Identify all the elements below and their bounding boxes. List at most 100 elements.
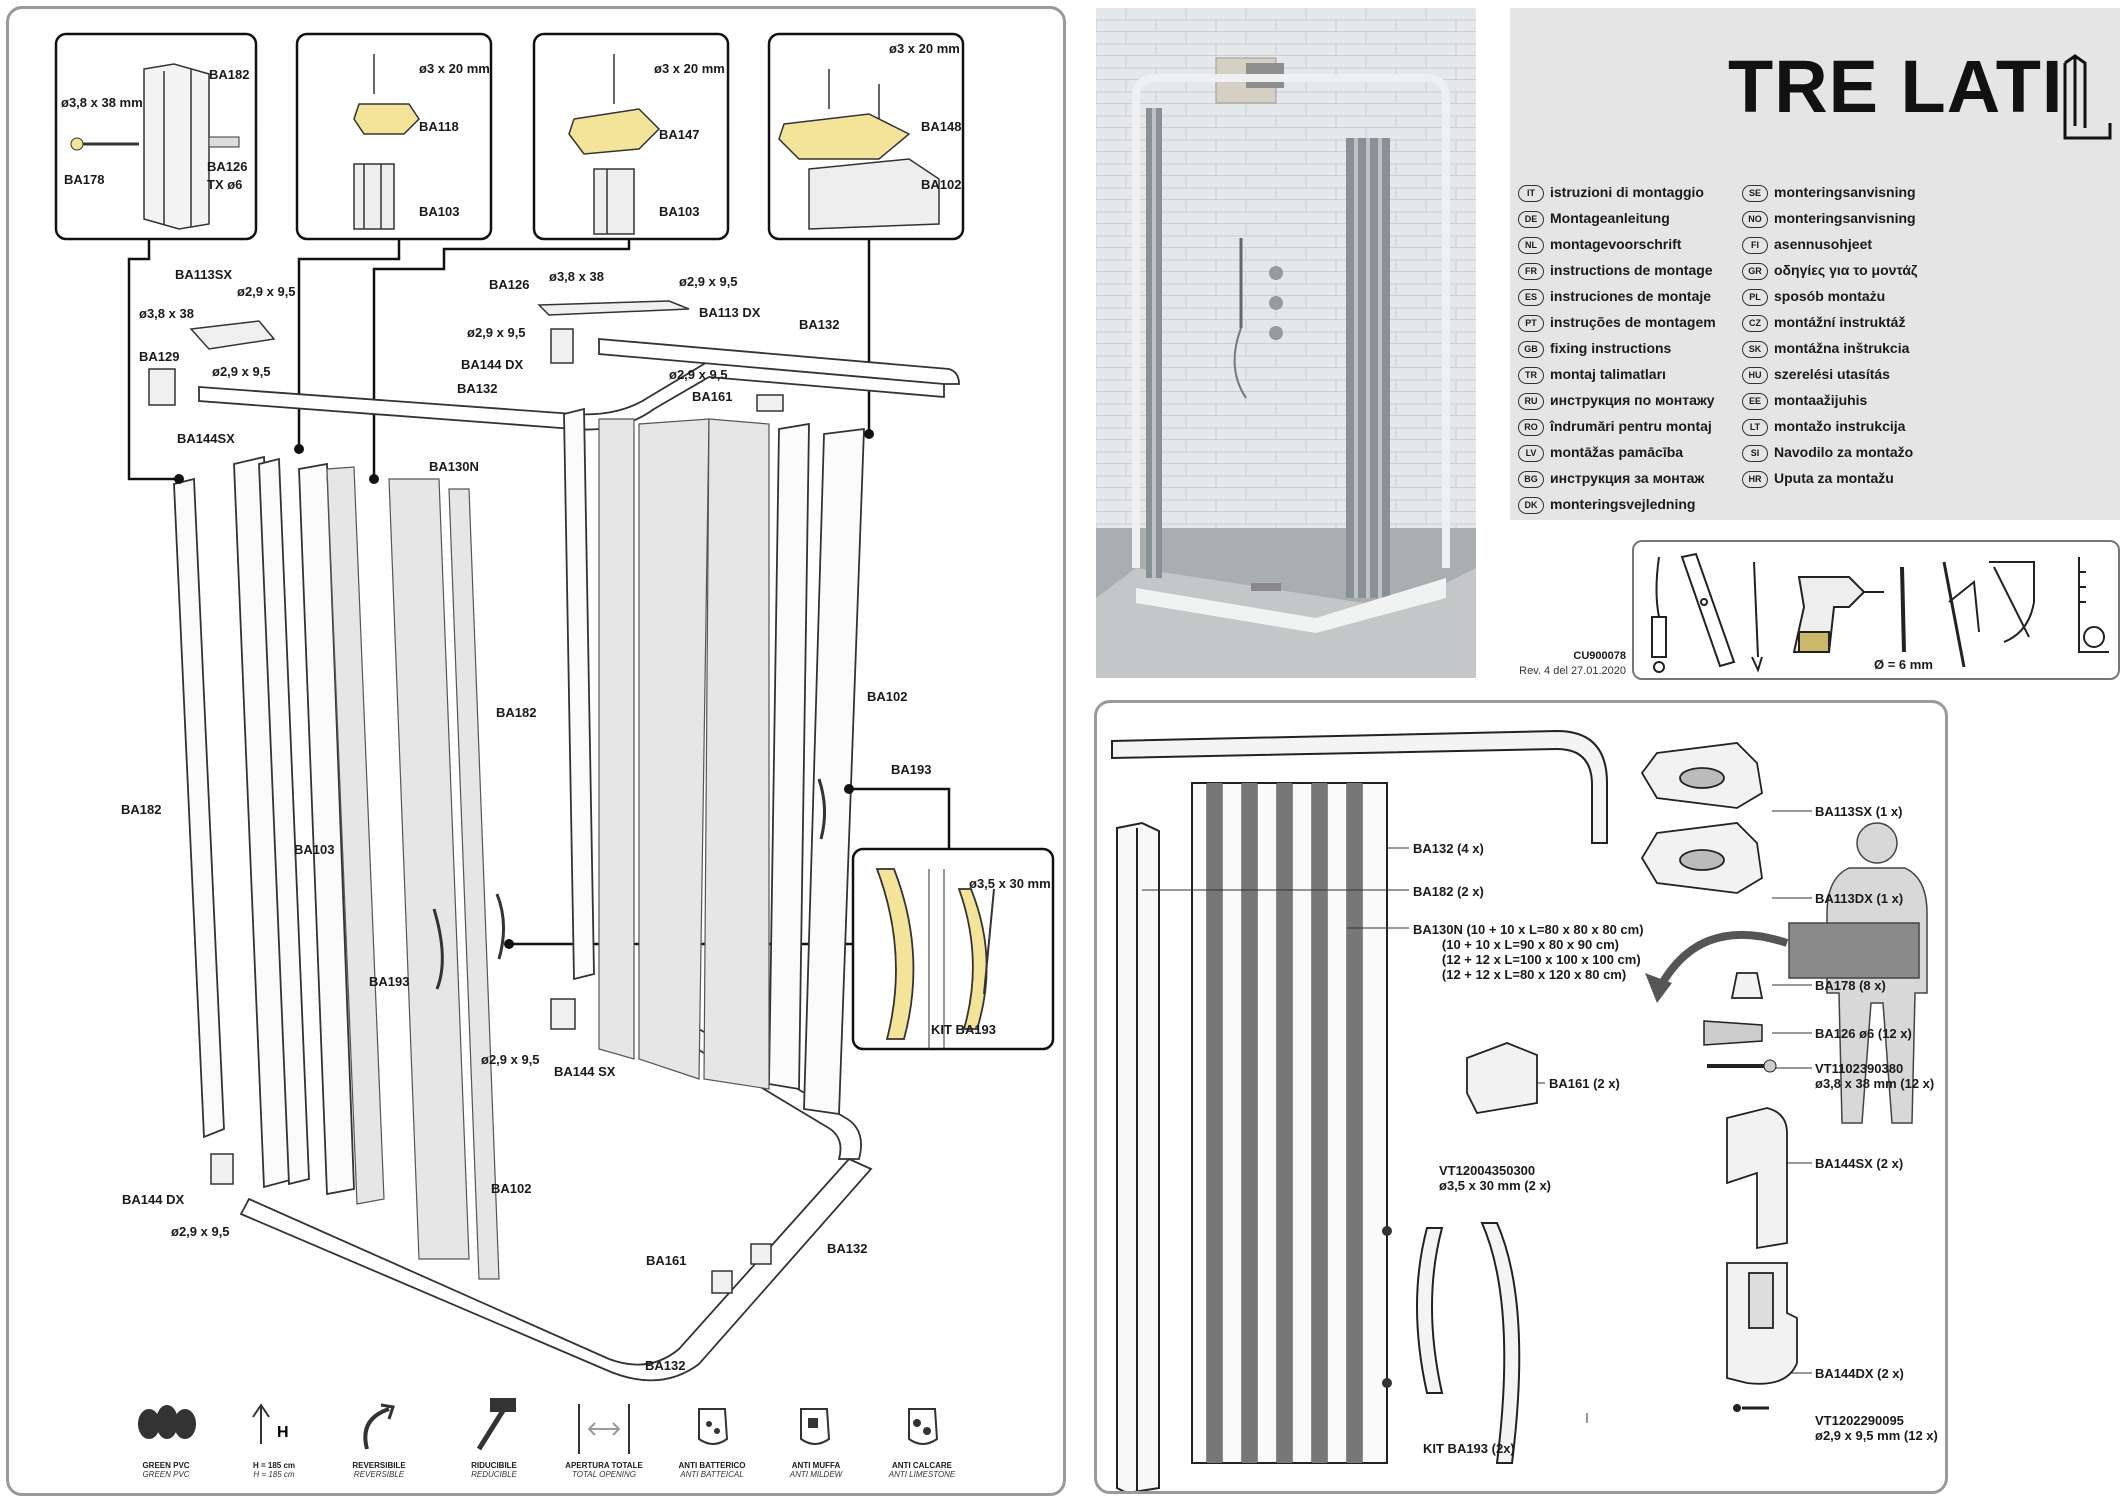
label-kit-BA193: KIT BA193: [931, 1022, 997, 1037]
label-BA103-callout-2: BA103: [419, 204, 460, 219]
parts-BA182: BA182 (2 x): [1413, 884, 1484, 899]
language-code-badge: DK: [1518, 497, 1544, 514]
language-text: sposób montażu: [1774, 288, 1886, 304]
label-BA161-top: BA161: [692, 389, 733, 404]
label-BA193-left: BA193: [369, 974, 410, 989]
language-text: montážní instruktáž: [1774, 314, 1906, 330]
callout-box-kit: [851, 847, 1055, 1051]
language-code-badge: NL: [1518, 237, 1544, 254]
label-screw-38-b: ø3,8 x 38: [549, 269, 604, 284]
language-code-badge: SK: [1742, 341, 1768, 358]
parts-kit-BA193: KIT BA193 (2x): [1423, 1441, 1515, 1456]
pencil-icon: [1751, 561, 1763, 673]
language-nl: NL montagevoorschrift: [1518, 236, 1681, 254]
label-screw-29-a: ø2,9 x 9,5: [237, 284, 296, 299]
label-screw-29-e: ø2,9 x 9,5: [669, 367, 728, 382]
label-screw-29-c: ø2,9 x 9,5: [679, 274, 738, 289]
label-BA132-top-right: BA132: [799, 317, 840, 332]
label-BA102-bottom: BA102: [491, 1181, 532, 1196]
height-icon-text: H: [277, 1424, 289, 1441]
parts-BA161: BA161 (2 x): [1549, 1076, 1620, 1091]
label-BA144DX-bottom: BA144 DX: [122, 1192, 185, 1207]
language-code-badge: RU: [1518, 393, 1544, 410]
reducible-icon: [476, 1398, 516, 1451]
parts-list-panel: BA132 (4 x) BA182 (2 x) BA130N (10 + 10 …: [1094, 700, 1948, 1494]
label-screw-29-d: ø2,9 x 9,5: [467, 325, 526, 340]
language-code-badge: SI: [1742, 445, 1768, 462]
label-BA193-right: BA193: [891, 762, 932, 777]
label-BA132-top-left: BA132: [457, 381, 498, 396]
language-text: monteringsanvisning: [1774, 184, 1916, 200]
language-code-badge: LT: [1742, 419, 1768, 436]
language-text: montaažijuhis: [1774, 392, 1868, 408]
label-screw-29-f: ø2,9 x 9,5: [481, 1052, 540, 1067]
language-code-badge: BG: [1518, 471, 1544, 488]
label-BA182-mid: BA182: [496, 705, 537, 720]
logo-icon: [2063, 54, 2112, 140]
tools-box: Ø = 6 mm: [1632, 540, 2120, 680]
language-code-badge: HU: [1742, 367, 1768, 384]
anti-mildew-icon: [800, 1408, 831, 1445]
language-text: monteringsvejledning: [1550, 496, 1696, 512]
level-icon: [1680, 552, 1736, 668]
language-hu: HU szerelési utasítás: [1742, 366, 1890, 384]
language-code-badge: EE: [1742, 393, 1768, 410]
label-screw-20-callout-4: ø3 x 20 mm: [889, 41, 960, 56]
language-text: montāžas pamācība: [1550, 444, 1684, 460]
language-cz: CZ montážní instruktáž: [1742, 314, 1905, 332]
label-txo6-callout: TX ø6: [207, 177, 243, 192]
label-screw-29-g: ø2,9 x 9,5: [171, 1224, 230, 1239]
language-dk: DK monteringsvejledning: [1518, 496, 1695, 514]
document-revision: Rev. 4 del 27.01.2020: [1519, 665, 1626, 677]
language-text: instruções de montagem: [1550, 314, 1716, 330]
green-pvc-icon: [138, 1405, 196, 1439]
hacksaw-icon: [1989, 561, 2035, 643]
label-BA182-left: BA182: [121, 802, 162, 817]
label-BA132-bottom-right: BA132: [827, 1241, 868, 1256]
label-BA102-callout: BA102: [921, 177, 962, 192]
language-code-badge: NO: [1742, 211, 1768, 228]
language-code-badge: CZ: [1742, 315, 1768, 332]
shower-enclosure-image: [1096, 8, 1476, 678]
label-BA126-callout: BA126: [207, 159, 248, 174]
language-text: szerelési utasítás: [1774, 366, 1890, 382]
language-text: инструкция за монтаж: [1550, 470, 1705, 486]
label-screw-29-b: ø2,9 x 9,5: [212, 364, 271, 379]
product-photo: [1096, 8, 1476, 678]
parts-VT12004350300: VT12004350300 ø3,5 x 30 mm (2 x): [1439, 1163, 1551, 1193]
language-code-badge: IT: [1518, 185, 1544, 202]
reversible-icon: [363, 1403, 395, 1450]
parts-BA113SX: BA113SX (1 x): [1815, 804, 1903, 819]
drill-bit-size: Ø = 6 mm: [1874, 657, 1933, 672]
parts-BA132: BA132 (4 x): [1413, 841, 1484, 856]
parts-BA113DX: BA113DX (1 x): [1815, 891, 1904, 906]
language-code-badge: TR: [1518, 367, 1544, 384]
language-text: montagevoorschrift: [1550, 236, 1682, 252]
language-text: asennusohjeet: [1774, 236, 1873, 252]
language-si: SI Navodilo za montažo: [1742, 444, 1913, 462]
language-text: Navodilo za montažo: [1774, 444, 1914, 460]
language-text: monteringsanvisning: [1774, 210, 1916, 226]
language-no: NO monteringsanvisning: [1742, 210, 1916, 228]
label-BA130N: BA130N: [429, 459, 479, 474]
language-ee: EE montaažijuhis: [1742, 392, 1867, 410]
language-text: instruciones de montaje: [1550, 288, 1712, 304]
callout-box-2: [295, 32, 493, 241]
silicone-gun-icon: [1942, 561, 1980, 668]
label-BA118: BA118: [419, 119, 459, 134]
parts-drawing: [1111, 729, 1928, 1491]
drill-icon: [1792, 576, 1884, 653]
label-BA178-callout: BA178: [64, 172, 105, 187]
